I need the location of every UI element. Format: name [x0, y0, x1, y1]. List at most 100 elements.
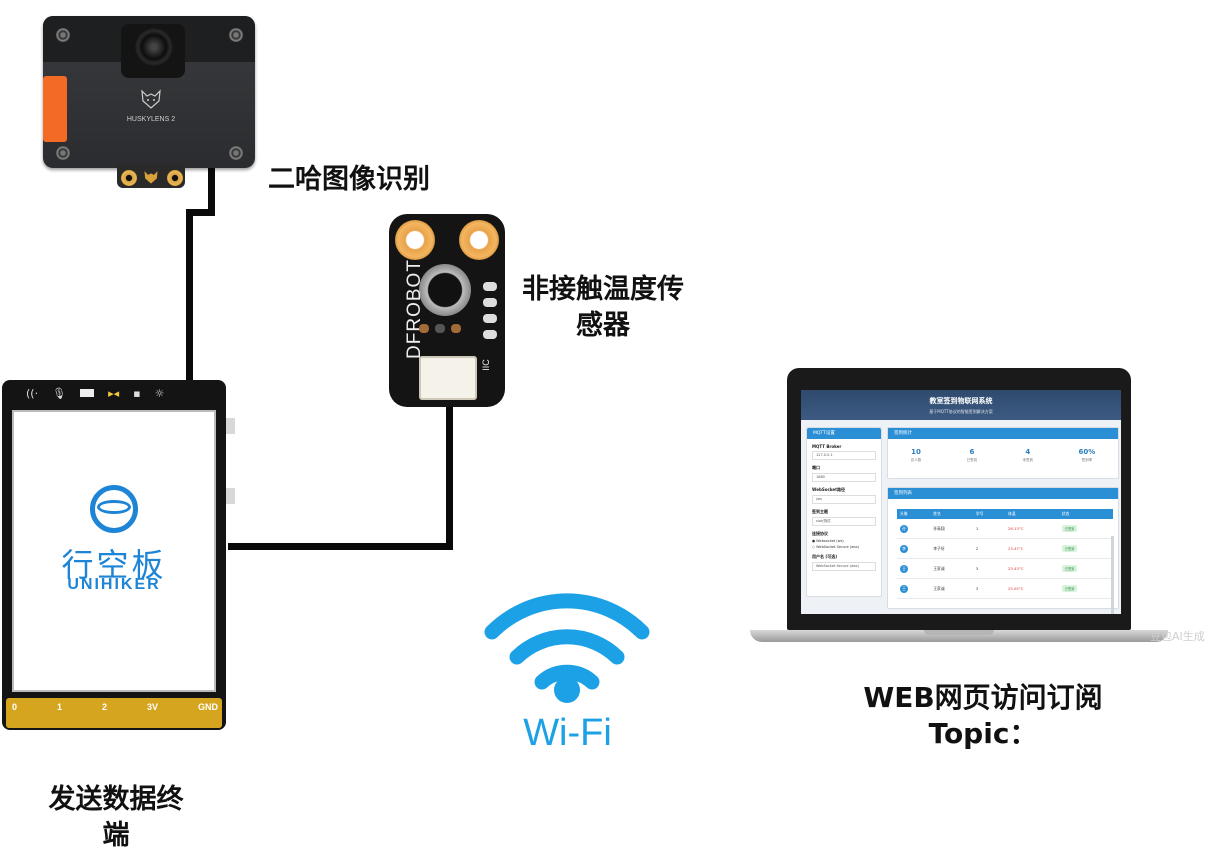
temperature-sensor: DFROBOT IIC — [389, 214, 505, 407]
column-header: 体温 — [1004, 509, 1059, 519]
sensor-brand-label: DFROBOT — [404, 259, 425, 359]
protocol-label: 连接协议 — [812, 531, 828, 536]
temp-cell: 23.43°C — [1004, 558, 1059, 579]
field-label: 端口 — [812, 465, 820, 470]
sensor-pad — [483, 298, 497, 307]
wire-camera-horizontal — [186, 209, 215, 216]
web-app-title: 教室签到物联网系统 — [929, 397, 993, 405]
unihiker-logo-inner — [97, 500, 131, 514]
sensor-pad — [483, 282, 497, 291]
light-sensor-icon — [80, 389, 95, 397]
web-caption: WEB网页访问订阅Topic： — [863, 681, 1103, 750]
column-header: 学号 — [972, 509, 1005, 519]
screw-icon — [56, 146, 70, 160]
sensor-interface-label: IIC — [480, 359, 491, 371]
unihiker-screen — [12, 410, 216, 692]
avatar: 李 — [900, 544, 908, 553]
broker-input[interactable]: 127.0.0.1 — [812, 451, 876, 460]
name-cell: 李子轩 — [930, 538, 973, 559]
stat-label: 签到率 — [1081, 458, 1093, 462]
unihiker-board: ((· 🎙 ▸◂ ▪ ☼ 行空板 UNIHIKER 0 1 2 3V GND — [2, 380, 235, 730]
table-row: 王 王家诚 3 23.43°C 已签到 — [897, 558, 1113, 579]
port-input[interactable]: 1880 — [812, 473, 876, 482]
sensor-jst-connector — [419, 356, 477, 400]
status-badge: 已签到 — [1061, 525, 1078, 532]
stats-row: 10 总人数 6 已签到 4 未签到 60% 签到率 — [888, 439, 1118, 463]
list-scrollbar[interactable] — [1111, 536, 1114, 614]
stat-value: 6 — [969, 448, 975, 456]
laptop: 教室签到物联网系统 基于MQTT协议的智能签到解决方案 MQTT设置 MQTT … — [750, 368, 1168, 643]
username-input[interactable]: WebSocket Secure (wss) — [812, 562, 876, 571]
name-cell: 王家诚 — [930, 558, 973, 579]
name-cell: 王家诚 — [930, 578, 973, 599]
ws-path-input[interactable]: /ws — [812, 495, 876, 504]
screw-icon — [56, 28, 70, 42]
watermark: 豆包AI生成 — [1150, 630, 1205, 643]
unihiker-logo-cn: 行空板 — [61, 546, 167, 584]
radio-label: Websocket (ws) — [816, 539, 844, 543]
ir-sensor-element — [419, 264, 471, 316]
unihiker-gold-fingers — [6, 698, 222, 728]
table-header-row: 头像 姓名 学号 体温 状态 — [897, 509, 1113, 519]
wire-sensor-vertical — [446, 404, 453, 550]
protocol-radio-wss[interactable]: ○ WebSocket Secure (wss) — [812, 545, 860, 549]
mqtt-settings-heading: MQTT设置 — [807, 428, 881, 439]
stat-item: 60% 签到率 — [1078, 448, 1095, 463]
sun-icon: ☼ — [154, 386, 165, 400]
table-row: 李 李子轩 2 23.47°C 已签到 — [897, 538, 1113, 559]
indicator-icon: ▪ — [133, 386, 141, 400]
pin-label: GND — [198, 702, 218, 712]
avatar: 孙 — [900, 524, 908, 533]
unihiker-logo-icon — [90, 485, 138, 533]
camera-caption: 二哈图像识别 — [268, 164, 430, 195]
column-header: 状态 — [1058, 509, 1113, 519]
pin-label: 0 — [12, 702, 18, 712]
sensor-resistor — [419, 324, 429, 333]
stat-label: 已签到 — [966, 458, 978, 462]
field-label: WebSocket路径 — [812, 487, 846, 492]
protocol-radio-ws[interactable]: ● Websocket (ws) — [812, 539, 844, 543]
wire-camera-vertical-top — [208, 168, 215, 216]
stats-card: 签到统计 10 总人数 6 已签到 4 未签到 60% 签到率 — [887, 427, 1119, 479]
sensor-chip — [435, 324, 445, 333]
avatar: 王 — [900, 564, 908, 573]
radio-label: WebSocket Secure (wss) — [816, 545, 860, 549]
huskylens-camera: HUSKYLENS 2 — [43, 16, 255, 188]
button-icon: ▸◂ — [108, 386, 120, 400]
temp-cell: 26.13°C — [1004, 519, 1059, 539]
unihiker-top-icons: ((· 🎙 ▸◂ ▪ ☼ — [26, 384, 206, 402]
wire-camera-vertical-bottom — [186, 209, 193, 381]
husky-logo-icon — [141, 89, 161, 109]
status-badge: 已签到 — [1061, 545, 1078, 552]
stat-value: 4 — [1025, 448, 1031, 456]
husky-small-logo-icon — [144, 171, 158, 184]
terminal-caption: 发送数据终端 — [48, 784, 184, 851]
camera-model-label: HUSKYLENS 2 — [126, 116, 176, 123]
id-cell: 3 — [972, 558, 1005, 579]
sensor-pad — [483, 330, 497, 339]
pin-label: 1 — [57, 702, 63, 712]
screw-icon — [229, 146, 243, 160]
laptop-base — [750, 630, 1168, 642]
topic-input[interactable]: siot/测试 — [812, 517, 876, 526]
status-badge: 已签到 — [1061, 565, 1078, 572]
column-header: 姓名 — [930, 509, 973, 519]
mounting-hole — [395, 220, 435, 260]
wire-sensor-horizontal — [228, 543, 453, 550]
mqtt-settings-panel: MQTT设置 MQTT Broker 127.0.0.1 端口 1880 Web… — [806, 427, 882, 597]
username-label: 用户名 (可选) — [812, 554, 838, 559]
stats-heading: 签到统计 — [888, 428, 1118, 439]
camera-orange-grip — [43, 76, 67, 142]
stat-item: 10 总人数 — [911, 448, 922, 463]
wifi-label: Wi-Fi — [523, 712, 612, 754]
camera-lens — [135, 28, 173, 66]
stat-label: 未签到 — [1022, 458, 1034, 462]
stat-value: 10 — [911, 448, 921, 456]
unihiker-pin-labels: 0 1 2 3V GND — [8, 702, 222, 716]
stat-item: 4 未签到 — [1023, 448, 1034, 463]
id-cell: 2 — [972, 538, 1005, 559]
stat-item: 6 已签到 — [967, 448, 978, 463]
temp-cell: 23.47°C — [1004, 538, 1059, 559]
sensor-resistor — [451, 324, 461, 333]
column-header: 头像 — [897, 509, 931, 519]
